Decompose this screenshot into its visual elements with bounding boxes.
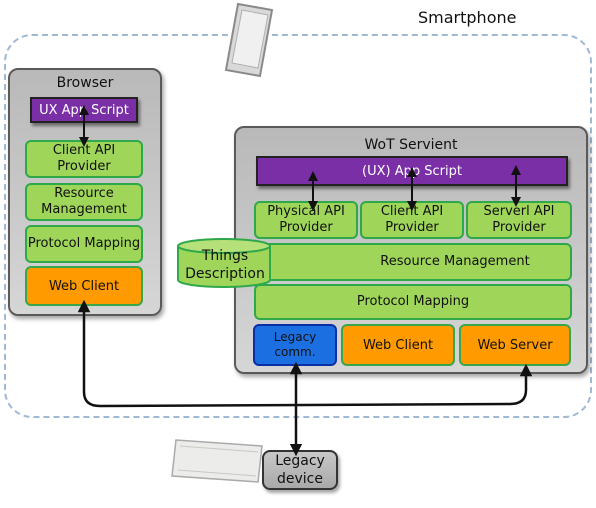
servient-web-client: Web Client xyxy=(341,324,455,366)
browser-web-client: Web Client xyxy=(25,266,143,306)
physical-api-provider: Physical API Provider xyxy=(254,201,358,239)
legacy-comm: Legacy comm. xyxy=(253,324,337,366)
things-description: Things Description xyxy=(185,248,265,282)
servient-resource-management: Resource Management xyxy=(254,243,572,281)
browser-ux-app-script: UX App Script xyxy=(30,97,138,123)
browser-protocol-mapping: Protocol Mapping xyxy=(25,225,143,263)
servient-app-script: (UX) App Script xyxy=(256,156,568,186)
servient-web-server: Web Server xyxy=(459,324,571,366)
servient-title: WoT Servient xyxy=(364,137,458,153)
servient-protocol-mapping: Protocol Mapping xyxy=(254,284,572,320)
browser-resource-management: Resource Management xyxy=(25,183,143,221)
legacy-device: Legacy device xyxy=(262,450,338,490)
browser-client-api-provider: Client API Provider xyxy=(25,140,143,178)
browser-title: Browser xyxy=(56,75,114,91)
smartphone-label: Smartphone xyxy=(418,8,517,27)
servient-client-api-provider: Client API Provider xyxy=(360,201,464,239)
server-api-provider: Serverl API Provider xyxy=(466,201,572,239)
